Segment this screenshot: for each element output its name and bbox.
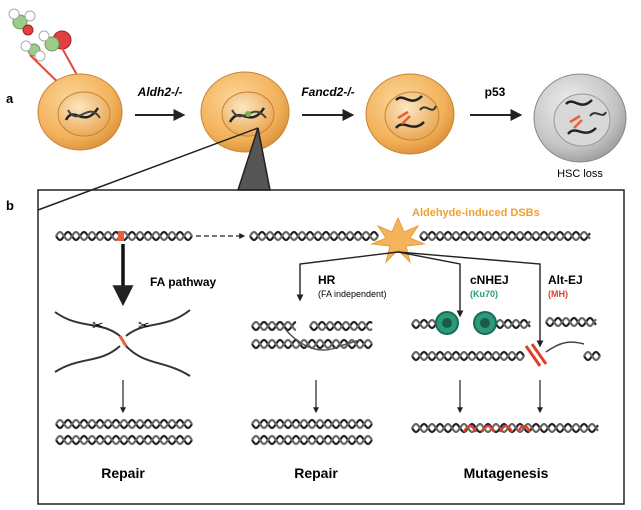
- aldh2-label: Aldh2-/-: [137, 85, 183, 99]
- mutation-mark: [480, 424, 496, 433]
- cnhej-helix-right: [495, 318, 531, 330]
- hr-sublabel: (FA independent): [318, 289, 387, 299]
- cnhej-label: cNHEJ: [470, 273, 509, 287]
- ku70-ring-icon: [435, 311, 459, 335]
- scissors-icon: ✂: [92, 317, 104, 333]
- fa-repaired-helix-1: [55, 418, 193, 430]
- outcome-repair-fa: Repair: [101, 465, 145, 481]
- panel-b-label: b: [6, 198, 14, 213]
- ku70-sublabel: (Ku70): [470, 289, 498, 299]
- panel-a-label: a: [6, 91, 14, 106]
- altej-helix-right-top: [545, 316, 597, 328]
- cell-aldh2-knockout: [200, 71, 290, 153]
- scissors-icon: ✂: [138, 317, 150, 333]
- fancd2-label: Fancd2-/-: [301, 85, 354, 99]
- p53-label: p53: [485, 85, 506, 99]
- fa-repaired-helix-2: [55, 434, 193, 446]
- hr-repaired-helix-2: [251, 434, 373, 446]
- dna-helix-right-of-dsb: [419, 230, 591, 242]
- branch-lines: [296, 251, 544, 348]
- microhomology-overlap: [524, 341, 585, 367]
- hr-label: HR: [318, 273, 336, 287]
- dsb-star-icon: [370, 216, 426, 264]
- mutagenized-helix: [411, 422, 599, 434]
- mutation-marks: [462, 424, 532, 433]
- dna-helix-left-of-dsb: [249, 230, 379, 242]
- aldehyde-molecules-icon: [8, 8, 93, 103]
- fa-pathway-label: FA pathway: [150, 275, 217, 289]
- hr-helix-broken-left: [251, 320, 297, 332]
- outcome-mutagenesis: Mutagenesis: [464, 465, 549, 481]
- mutation-mark: [516, 424, 532, 433]
- altej-helix-left: [411, 350, 525, 362]
- mh-sublabel: (MH): [548, 289, 568, 299]
- dsb-label: Aldehyde-induced DSBs: [412, 207, 540, 219]
- panel-b-frame: [37, 189, 625, 505]
- cell-normal: [37, 73, 123, 151]
- cell-fancd2-knockout: [365, 73, 455, 155]
- fa-crosslink-structure: [54, 309, 191, 377]
- mutation-mark: [462, 424, 478, 433]
- cnhej-helix-left: [411, 318, 437, 330]
- cell-hsc-loss: [533, 73, 627, 163]
- altej-label: Alt-EJ: [548, 273, 583, 287]
- hr-strand-invasion: [285, 329, 361, 351]
- mutation-mark: [498, 424, 514, 433]
- lesion-mark: [118, 231, 124, 241]
- outcome-repair-hr: Repair: [294, 465, 338, 481]
- hr-helix-broken-right: [309, 320, 373, 332]
- ku70-ring-icon: [473, 311, 497, 335]
- dna-helices: [55, 230, 601, 446]
- altej-helix-right: [583, 350, 601, 362]
- hsc-loss-label: HSC loss: [557, 168, 603, 180]
- hr-repaired-helix-1: [251, 418, 373, 430]
